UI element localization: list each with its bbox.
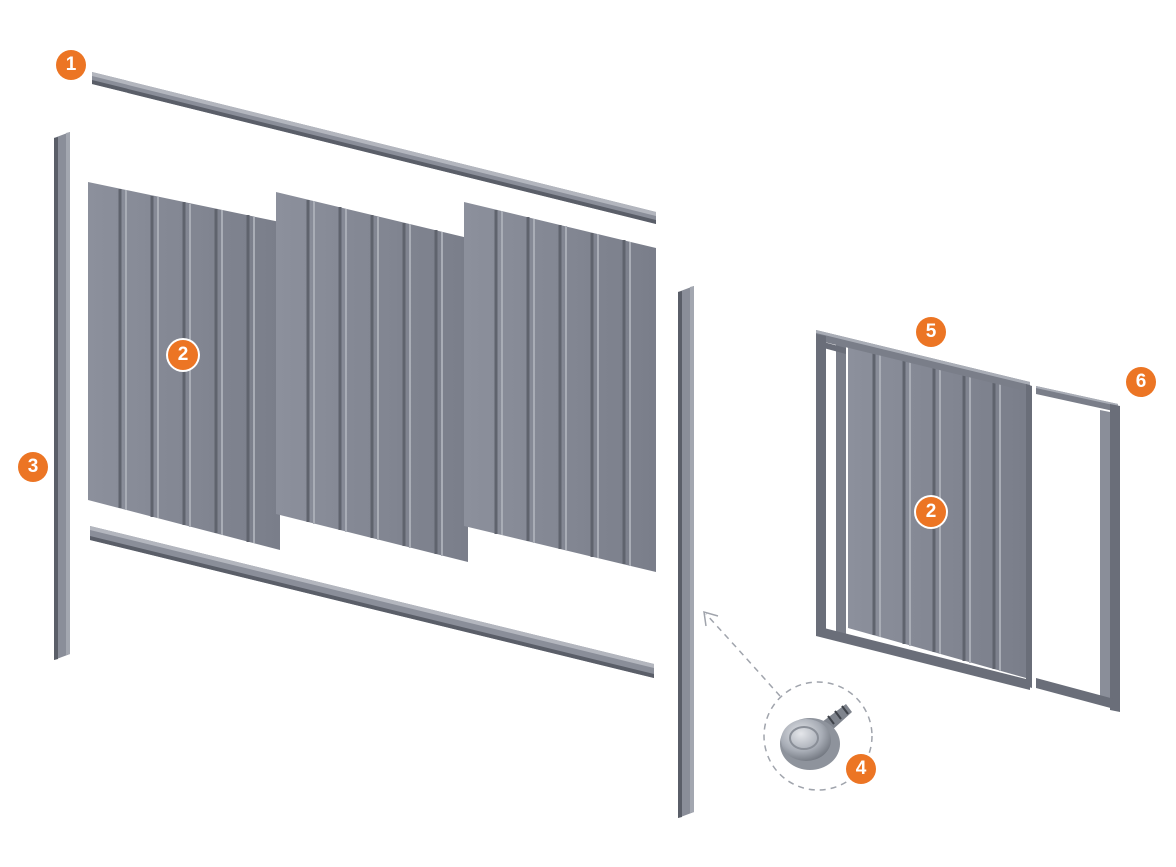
callout-3-post: 3 <box>18 452 48 482</box>
callout-5-gate-frame: 5 <box>916 317 946 347</box>
fence-panel-b <box>276 192 468 562</box>
callout-1-top-rail: 1 <box>56 50 86 80</box>
fence-panel-c <box>464 202 656 572</box>
callout-2-gate-panel: 2 <box>916 497 946 527</box>
right-post <box>678 286 694 818</box>
bottom-rail <box>90 526 654 678</box>
callout-4-screw: 4 <box>846 754 876 784</box>
left-post <box>54 132 70 660</box>
arrow-head-icon <box>703 610 719 627</box>
gate-door-frame <box>1036 386 1120 712</box>
top-rail <box>92 72 656 224</box>
callout-2-fence-panels: 2 <box>168 340 198 370</box>
callout-6-gate-door-frame: 6 <box>1126 367 1156 397</box>
screw-leader-line <box>705 613 781 697</box>
screw-detail <box>763 681 873 791</box>
